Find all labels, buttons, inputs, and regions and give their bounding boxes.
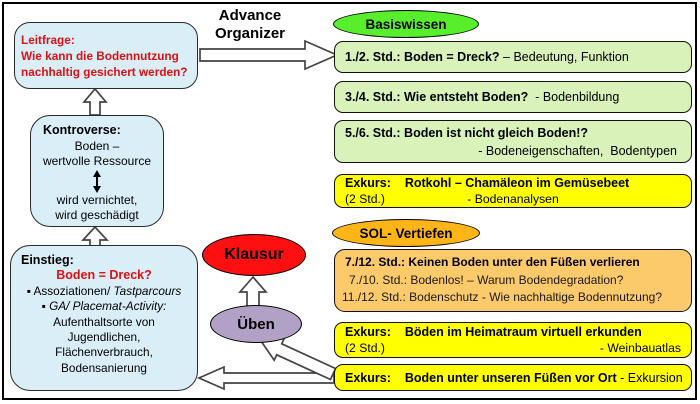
exkurs-box-vor-ort: Exkurs: Boden unter unseren Füßen vor Ort…	[334, 364, 692, 391]
leitfrage-box: Leitfrage: Wie kann die Bodennutzung nac…	[14, 22, 198, 89]
kontroverse-box: Kontroverse: Boden – wertvolle Ressource…	[30, 115, 164, 227]
leitfrage-title: Leitfrage:	[21, 32, 75, 47]
leitfrage-question-line2: nachhaltig gesichert werden?	[21, 64, 188, 79]
sol-label: SOL- Vertiefen	[359, 225, 453, 241]
einstieg-bullet1-italic: Tastparcours	[113, 283, 182, 298]
kontroverse-line3: wird vernichtet,	[56, 192, 138, 207]
exkurs3-label: Exkurs:	[345, 370, 391, 385]
lesson-box-std-7-12: 7./12. Std.: Keinen Boden unter den Füße…	[334, 249, 692, 312]
exkurs2-title: Böden im Heimatraum virtuell erkunden	[404, 324, 642, 339]
einstieg-box: Einstieg: Boden = Dreck? ▪ Assoziationen…	[10, 245, 198, 391]
exkurs2-note: - Weinbauatlas	[599, 341, 681, 356]
einstieg-bullet2-text: ▪	[41, 299, 50, 314]
std712-line2: 7./10. Std.: Bodenlos! – Warum Bodendegr…	[349, 272, 624, 287]
lesson-box-std-3-4: 3./4. Std.: Wie entsteht Boden? - Bodenb…	[334, 81, 692, 113]
basiswissen-ellipse: Basiswissen	[333, 10, 479, 38]
einstieg-line2: Jugendlichen,	[67, 330, 141, 345]
einstieg-line1: Aufenthaltsorte von	[53, 314, 155, 329]
ueben-label: Üben	[237, 315, 275, 333]
exkurs3-title: Boden unter unseren Füßen vor Ort	[404, 370, 617, 385]
std712-line3: 11./12. Std.: Bodenschutz - Wie nachhalt…	[342, 290, 662, 305]
einstieg-bullet1: ▪ Assoziationen/ Tastparcours	[11, 284, 197, 299]
einstieg-bullet1-text: ▪ Assoziationen/	[26, 283, 114, 298]
exkurs1-duration: (2 Std.)	[345, 192, 385, 206]
lesson-box-std-1-2: 1./2. Std.: Boden = Dreck? – Bedeutung, …	[334, 41, 692, 73]
lesson-box-std-5-6: 5./6. Std.: Boden ist nicht gleich Boden…	[334, 120, 692, 163]
exkurs-box-heimatraum: Exkurs: Böden im Heimatraum virtuell erku…	[334, 322, 692, 358]
kontroverse-title: Kontroverse:	[43, 123, 121, 137]
advance-organizer-line2: Organizer	[214, 24, 286, 42]
klausur-ellipse: Klausur	[202, 234, 306, 276]
std56-topic: - Bodeneigenschaften, Bodentypen	[478, 143, 677, 158]
outer-frame	[2, 2, 697, 400]
einstieg-title: Einstieg:	[21, 253, 74, 267]
einstieg-line3: Flächenverbrauch,	[55, 345, 153, 360]
std12-title: 1./2. Std.: Boden = Dreck?	[345, 50, 500, 64]
einstieg-bullet2: ▪ GA/ Placemat-Activity:	[11, 299, 197, 314]
sol-vertiefen-ellipse: SOL- Vertiefen	[332, 219, 480, 247]
exkurs2-label: Exkurs:	[345, 324, 391, 339]
exkurs3-note: - Exkursion	[616, 370, 683, 385]
exkurs1-note: - Bodenanalysen	[467, 192, 559, 206]
advance-organizer-line1: Advance	[218, 7, 282, 24]
exkurs2-duration: (2 Std.)	[345, 341, 385, 356]
klausur-label: Klausur	[224, 246, 284, 263]
exkurs1-title: Rotkohl – Chamäleon im Gemüsebeet	[404, 176, 630, 190]
einstieg-bullet2-italic: GA/ Placemat-Activity:	[49, 299, 167, 314]
exkurs-box-rotkohl: Exkurs: Rotkohl – Chamäleon im Gemüsebeet…	[334, 174, 692, 208]
leitfrage-question-line1: Wie kann die Bodennutzung	[21, 48, 179, 63]
einstieg-line4: Bodensanierung	[61, 360, 147, 375]
std34-topic: - Bodenbildung	[528, 90, 620, 104]
up-down-arrow-icon	[31, 169, 163, 193]
kontroverse-line1: Boden –	[74, 138, 120, 153]
exkurs1-label: Exkurs:	[345, 176, 391, 190]
kontroverse-line2: wertvolle Ressource	[42, 154, 152, 168]
std56-title: 5./6. Std.: Boden ist nicht gleich Boden…	[345, 125, 589, 140]
einstieg-subtitle: Boden = Dreck?	[56, 268, 152, 283]
ueben-ellipse: Üben	[210, 305, 302, 343]
kontroverse-line4: wird geschädigt	[55, 208, 139, 222]
advance-organizer-label: Advance Organizer	[198, 7, 302, 42]
basiswissen-label: Basiswissen	[365, 16, 447, 32]
std12-topic: – Bedeutung, Funktion	[499, 50, 629, 64]
std712-title: 7./12. Std.: Keinen Boden unter den Füße…	[345, 255, 640, 270]
std34-title: 3./4. Std.: Wie entsteht Boden?	[345, 90, 529, 104]
